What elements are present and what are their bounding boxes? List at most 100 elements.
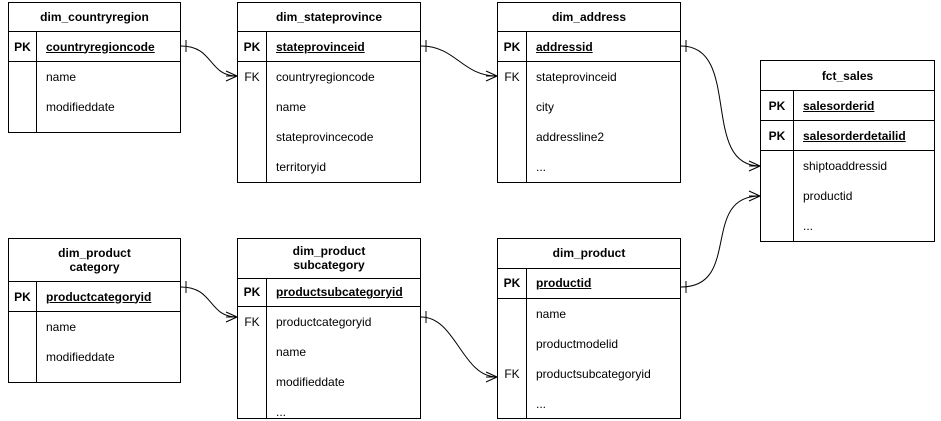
attribute-row: name: [536, 306, 567, 321]
attribute-gutter: [761, 151, 794, 241]
entity-title: dim_countryregion: [9, 3, 180, 32]
entity-title: dim_address: [498, 3, 680, 32]
relationship-productcategory-to-subcategory[interactable]: [180, 281, 238, 323]
key-field-name: productsubcategoryid: [276, 285, 403, 300]
key-field-name: productcategoryid: [46, 289, 152, 304]
key-field-name: productid: [536, 276, 592, 291]
attribute-block: shiptoaddressid productid...: [761, 151, 934, 241]
attribute-list: productcategoryid name modifieddate...: [267, 307, 420, 419]
relationship-address-to-sales[interactable]: [680, 40, 761, 172]
attribute-row: modifieddate: [46, 100, 115, 114]
key-row[interactable]: PK addressid: [498, 32, 680, 62]
attribute-row: addressline2: [536, 130, 605, 144]
relationship-line: [180, 45, 238, 77]
attribute-row: productcategoryid: [276, 314, 372, 329]
attribute-block: FK stateprovinceid city addressline2...: [498, 62, 680, 182]
key-row[interactable]: PK productsubcategoryid: [238, 278, 420, 307]
attribute-row: ...: [276, 404, 287, 419]
attribute-gutter: FK: [498, 298, 527, 419]
key-row[interactable]: PK salesorderdetailid: [761, 121, 934, 151]
key-field-name: countryregioncode: [46, 39, 155, 54]
attribute-row: stateprovinceid: [536, 70, 617, 84]
key-tag: PK: [9, 32, 37, 61]
attribute-row: countryregioncode: [276, 70, 375, 84]
cardinality-many-marker: [748, 190, 761, 202]
key-row[interactable]: PK productcategoryid: [9, 282, 180, 312]
key-row[interactable]: PK salesorderid: [761, 91, 934, 121]
attribute-row: name: [276, 344, 307, 359]
cardinality-many-marker: [485, 70, 498, 82]
attribute-list: name modifieddate: [37, 312, 180, 382]
entity-title: dim_product: [498, 239, 680, 269]
attribute-row: name: [276, 100, 307, 114]
attribute-row: modifieddate: [276, 374, 345, 389]
attribute-list: shiptoaddressid productid...: [794, 151, 934, 241]
attribute-row: ...: [536, 396, 547, 411]
relationship-subcategory-to-product[interactable]: [420, 311, 498, 383]
relationship-countryregion-to-stateprovince[interactable]: [180, 40, 238, 82]
attribute-gutter: [9, 62, 37, 132]
attribute-row: name: [46, 320, 77, 334]
key-tag: PK: [238, 32, 267, 61]
key-row[interactable]: PK countryregioncode: [9, 32, 180, 62]
cardinality-many-marker: [748, 160, 761, 172]
entity-title: dim_product category: [9, 239, 180, 282]
attribute-list: name productmodelid productsubcategoryid..…: [527, 299, 680, 418]
key-tag: PK: [498, 32, 527, 61]
key-field-name: salesorderid: [803, 98, 875, 113]
key-field-name: addressid: [536, 39, 593, 54]
cardinality-many-marker: [225, 311, 238, 323]
key-field-name: stateprovinceid: [276, 39, 365, 54]
key-row[interactable]: PK stateprovinceid: [238, 32, 420, 62]
entity-title: fct_sales: [761, 61, 934, 91]
attribute-gutter: FK: [498, 62, 527, 182]
attribute-block: name modifieddate: [9, 312, 180, 382]
relationship-product-to-sales[interactable]: [680, 190, 761, 293]
attribute-row: modifieddate: [46, 350, 115, 364]
attribute-row: productmodelid: [536, 336, 619, 351]
attribute-row: ...: [803, 219, 814, 233]
relationship-line: [680, 45, 761, 167]
relationship-stateprovince-to-address[interactable]: [420, 40, 498, 82]
attribute-row: territoryid: [276, 160, 327, 174]
foreign-key-tag: FK: [504, 366, 520, 381]
attribute-block: FK productcategoryid name modifieddate...: [238, 306, 420, 419]
key-tag: PK: [761, 91, 794, 120]
entity-title: dim_stateprovince: [238, 3, 420, 32]
foreign-key-tag: FK: [244, 70, 260, 84]
attribute-gutter: FK: [238, 62, 267, 182]
relationship-line: [180, 286, 238, 318]
key-tag: PK: [238, 278, 267, 306]
key-tag: PK: [9, 282, 37, 311]
attribute-list: stateprovinceid city addressline2...: [527, 62, 680, 182]
key-tag: PK: [498, 268, 527, 298]
attribute-row: productsubcategoryid: [536, 366, 651, 381]
attribute-row: productid: [803, 189, 853, 203]
attribute-row: city: [536, 100, 554, 114]
attribute-gutter: FK: [238, 306, 267, 418]
attribute-block: FK name productmodelid productsubcategoryid…: [498, 298, 680, 419]
attribute-row: stateprovincecode: [276, 130, 374, 144]
relationship-line: [420, 45, 498, 77]
relationship-line: [420, 316, 498, 378]
attribute-row: ...: [536, 160, 547, 174]
key-row[interactable]: PK productid: [498, 268, 680, 299]
attribute-row: shiptoaddressid: [803, 159, 888, 173]
relationship-line: [680, 195, 761, 288]
attribute-gutter: [9, 312, 37, 382]
key-tag: PK: [761, 121, 794, 150]
foreign-key-tag: FK: [244, 314, 260, 329]
cardinality-many-marker: [225, 70, 238, 82]
key-field-name: salesorderdetailid: [803, 128, 906, 143]
attribute-list: countryregioncode name stateprovincecode te…: [267, 62, 420, 182]
